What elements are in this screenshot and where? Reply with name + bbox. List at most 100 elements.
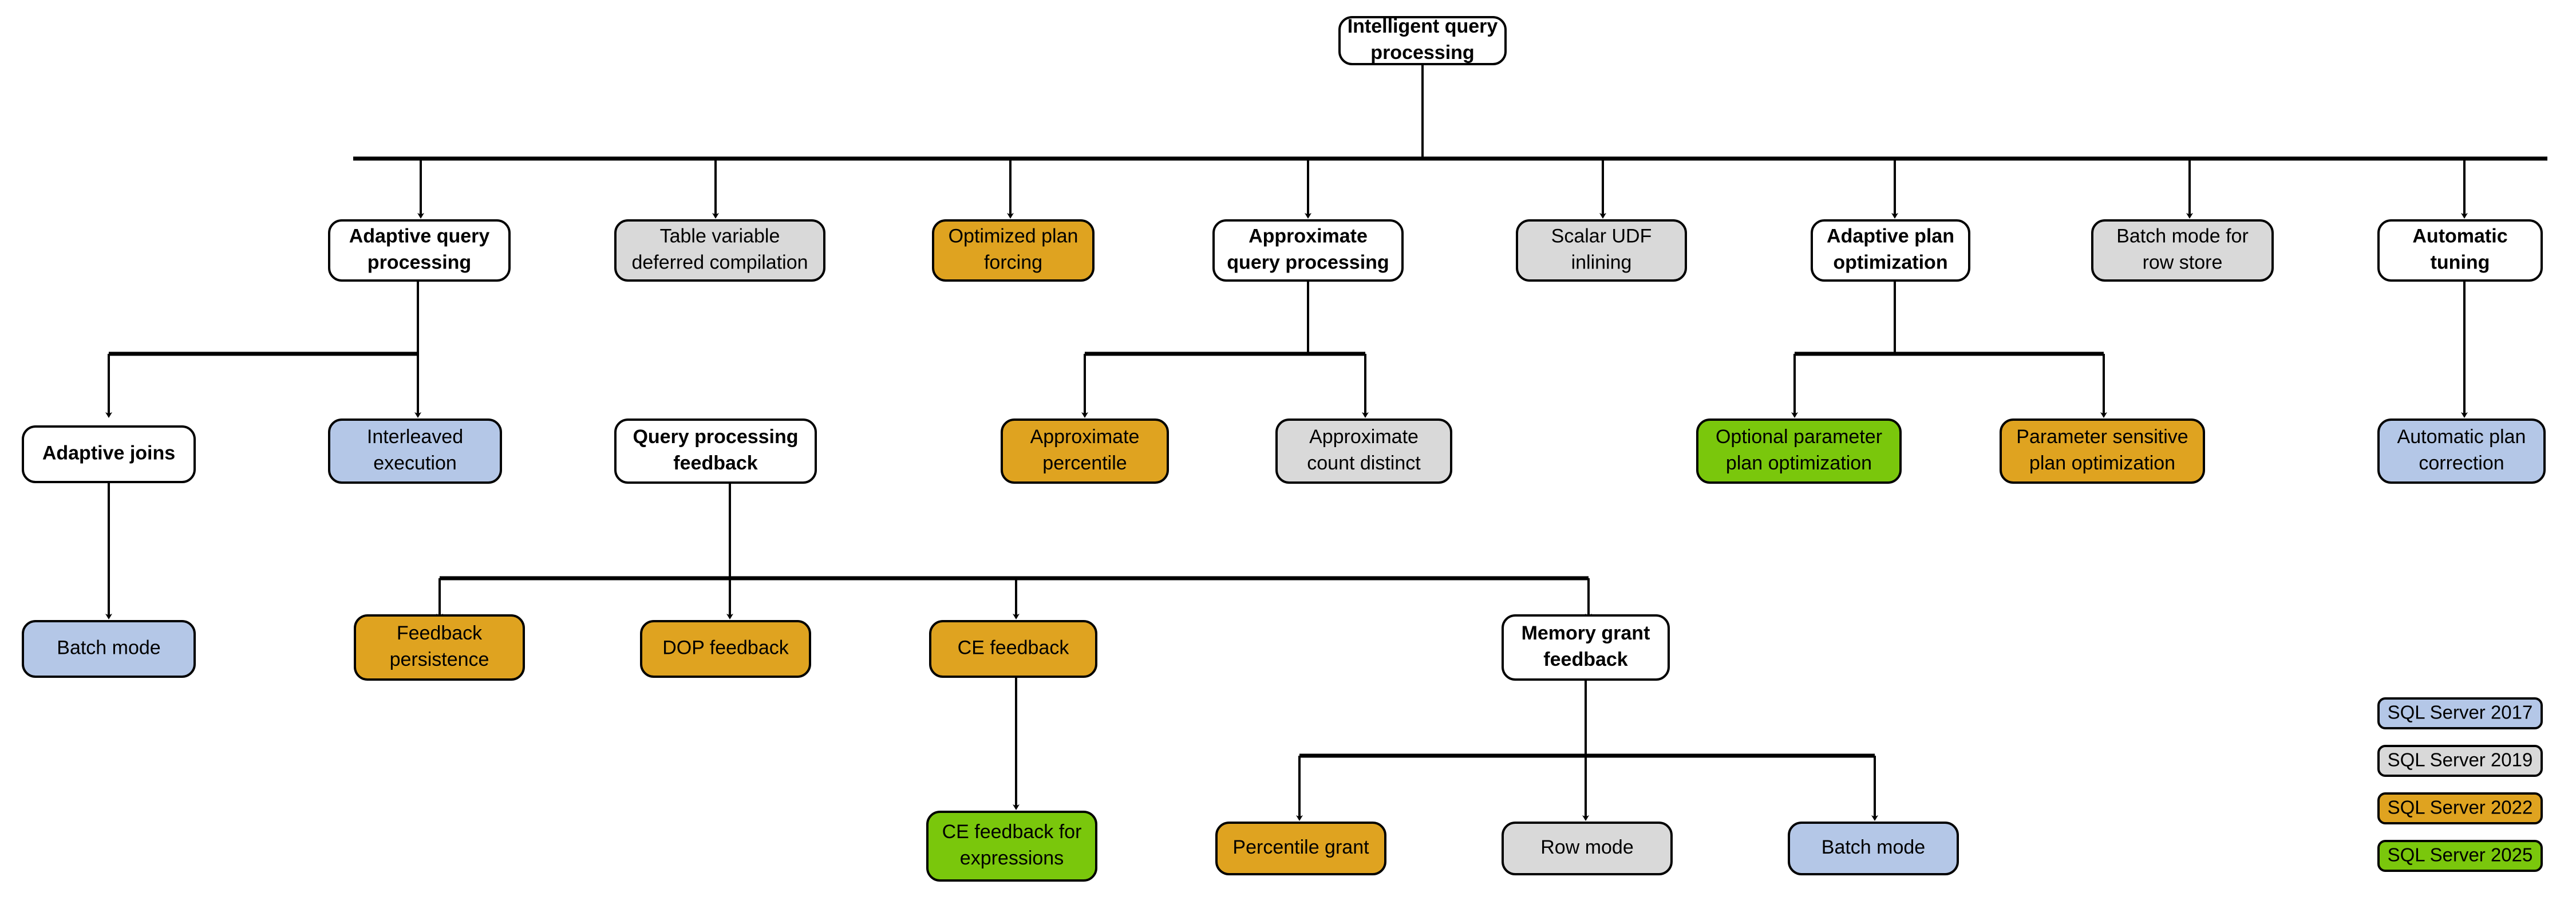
node-opf[interactable]: Optimized plan forcing [932,219,1095,282]
legend-label: SQL Server 2017 [2388,702,2533,723]
node-box[interactable] [328,418,502,484]
node-apo[interactable]: Adaptive plan optimization [1811,219,1970,282]
node-label: feedback [1543,649,1627,670]
node-label: Feedback [397,622,483,644]
node-approxqp[interactable]: Approximate query processing [1212,219,1404,282]
node-label: DOP feedback [662,637,789,658]
node-label: Scalar UDF [1551,225,1652,247]
node-box[interactable] [22,620,196,678]
node-approxpct[interactable]: Approximate percentile [1001,418,1169,484]
node-oppo[interactable]: Optional parameter plan optimization [1696,418,1902,484]
node-rowmode[interactable]: Row mode [1502,822,1673,875]
node-label: Percentile grant [1232,836,1369,858]
node-label: Approximate [1249,225,1368,247]
legend-item-blue[interactable]: SQL Server 2017 [2377,697,2543,729]
node-box[interactable] [1502,614,1670,681]
legend-label: SQL Server 2019 [2388,749,2533,771]
node-label: CE feedback [958,637,1070,658]
legend-swatch[interactable] [2377,792,2543,824]
node-box[interactable] [640,620,811,678]
node-box[interactable] [1001,418,1169,484]
node-label: processing [368,251,471,273]
node-label: query processing [1227,251,1389,273]
node-label: percentile [1042,452,1127,474]
node-fbpersist[interactable]: Feedback persistence [354,614,525,681]
node-label: row store [2143,251,2223,273]
node-label: Adaptive plan [1827,225,1954,247]
node-box[interactable] [22,425,196,483]
node-box[interactable] [1696,418,1902,484]
node-label: Table variable [660,225,780,247]
node-label: Batch mode [57,637,160,658]
node-label: Batch mode for [2116,225,2249,247]
node-box[interactable] [1215,822,1386,875]
node-label: plan optimization [1726,452,1872,474]
node-box[interactable] [926,811,1097,882]
node-label: CE feedback for [942,821,1082,843]
node-label: deferred compilation [631,251,808,273]
node-box[interactable] [1516,219,1687,282]
node-box[interactable] [1212,219,1404,282]
node-box[interactable] [1338,16,1507,65]
legend-swatch[interactable] [2377,697,2543,729]
node-box[interactable] [354,614,525,681]
node-label: Adaptive joins [42,442,175,464]
node-box[interactable] [2377,219,2543,282]
edge-group-root [353,64,2547,219]
legend-item-green[interactable]: SQL Server 2025 [2377,840,2543,872]
node-dopfb[interactable]: DOP feedback [640,620,811,678]
node-aqp[interactable]: Adaptive query processing [328,219,511,282]
node-box[interactable] [1502,822,1673,875]
edge-group-approxqp [1081,281,1369,418]
node-label: persistence [390,649,489,670]
node-label: optimization [1833,251,1947,273]
node-box[interactable] [1811,219,1970,282]
node-bmrs[interactable]: Batch mode for row store [2091,219,2274,282]
node-apc[interactable]: Automatic plan correction [2377,418,2546,484]
node-batchmode2[interactable]: Batch mode [1788,822,1959,875]
node-box[interactable] [929,620,1097,678]
node-box[interactable] [2000,418,2205,484]
node-box[interactable] [932,219,1095,282]
node-label: Automatic [2412,225,2507,247]
node-box[interactable] [1788,822,1959,875]
node-label: Memory grant [1522,622,1650,644]
node-box[interactable] [1275,418,1452,484]
node-pctgrant[interactable]: Percentile grant [1215,822,1386,875]
node-mgf[interactable]: Memory grant feedback [1502,614,1670,681]
node-label: Optimized plan [949,225,1078,247]
node-label: Query processing [633,426,798,448]
node-box[interactable] [2091,219,2274,282]
edge-group-apo [1791,281,2107,418]
node-box[interactable] [614,219,825,282]
node-label: Approximate [1030,426,1140,448]
node-adaptivejoins[interactable]: Adaptive joins [22,425,196,483]
node-cefb[interactable]: CE feedback [929,620,1097,678]
legend-swatch[interactable] [2377,840,2543,872]
node-box[interactable] [328,219,511,282]
node-batchmode1[interactable]: Batch mode [22,620,196,678]
node-tvdc[interactable]: Table variable deferred compilation [614,219,825,282]
node-label: Optional parameter [1716,426,1882,448]
legend-swatch[interactable] [2377,745,2543,777]
legend-item-gray[interactable]: SQL Server 2019 [2377,745,2543,777]
edge-group-qpf [436,483,1592,619]
node-box[interactable] [2377,418,2546,484]
legend-item-gold[interactable]: SQL Server 2022 [2377,792,2543,824]
node-box[interactable] [614,418,817,484]
node-label: Adaptive query [349,225,490,247]
node-label: forcing [984,251,1042,273]
node-label: correction [2419,452,2504,474]
legend-label: SQL Server 2022 [2388,797,2533,818]
node-label: Automatic plan [2397,426,2526,448]
